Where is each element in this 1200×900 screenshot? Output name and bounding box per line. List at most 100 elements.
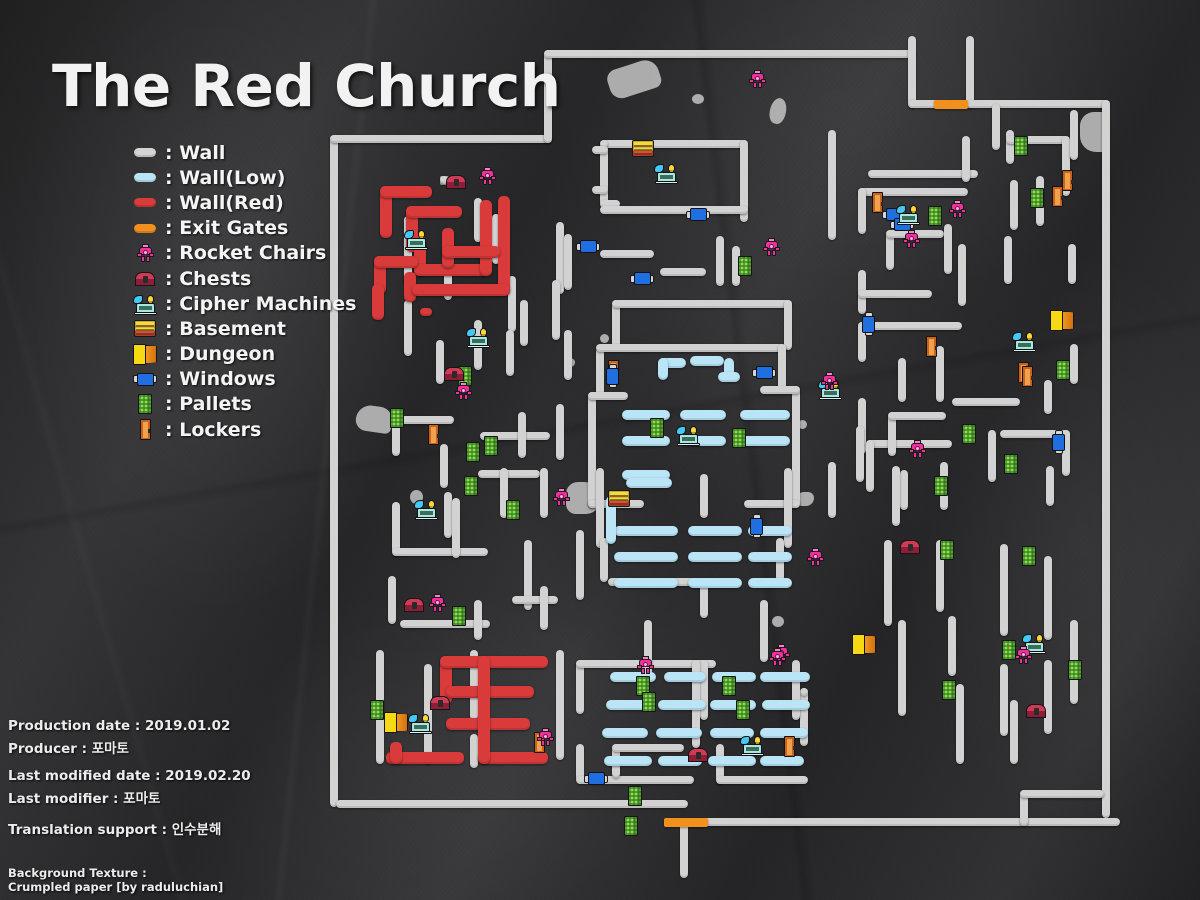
wall-low-segment <box>626 478 672 488</box>
legend-item-wall-swatch: : Wall <box>128 140 378 165</box>
wall-segment <box>884 540 892 626</box>
wall-segment <box>540 586 548 630</box>
wall-low-segment <box>708 756 756 766</box>
pallet-icon <box>1014 136 1028 156</box>
wall-segment <box>330 135 552 143</box>
rocket-chair-icon <box>806 548 825 567</box>
dungeon-icon <box>852 634 876 655</box>
wall-segment <box>388 576 396 624</box>
wall-segment <box>556 404 564 460</box>
locker-icon <box>1022 366 1033 387</box>
legend-swatch <box>128 148 162 158</box>
pallet-icon <box>1068 660 1082 680</box>
wall-segment <box>400 620 490 628</box>
legend-item-label: : Pallets <box>165 393 252 416</box>
wall-segment <box>856 426 864 482</box>
legend-item-window-swatch: : Windows <box>128 367 378 392</box>
wall-segment <box>544 50 552 143</box>
legend-item-label: : Dungeon <box>165 343 276 366</box>
chest-icon <box>404 598 424 612</box>
window-icon <box>584 772 608 785</box>
wall-low-segment <box>606 496 616 544</box>
legend-item-wall-red-swatch: : Wall(Red) <box>128 190 378 215</box>
map-decoration-blob <box>772 616 784 627</box>
wall-low-segment <box>724 358 734 380</box>
rocket-chair-icon <box>478 167 497 186</box>
wall-low-segment <box>680 436 726 446</box>
wall-segment <box>784 300 792 350</box>
wall-segment <box>444 492 452 538</box>
chest-icon <box>135 271 155 286</box>
wall-low-segment <box>614 578 678 588</box>
wall-red-line-icon <box>134 198 156 208</box>
rocket-chair-icon <box>948 200 967 219</box>
wall-segment <box>600 206 748 214</box>
wall-low-segment <box>688 552 742 562</box>
wall-red-segment <box>380 186 392 238</box>
pallet-icon <box>138 394 152 415</box>
legend-swatch <box>128 343 162 365</box>
wall-segment <box>544 50 916 58</box>
wall-low-segment <box>658 358 668 380</box>
wall-segment <box>474 600 482 640</box>
wall-segment <box>512 596 558 604</box>
wall-segment <box>552 280 560 340</box>
wall-segment <box>576 660 584 714</box>
rocket-chair-icon <box>636 656 655 675</box>
wall-segment <box>740 140 748 222</box>
map-decoration-blob <box>796 492 814 506</box>
wall-segment <box>336 800 688 808</box>
legend-item-chest-swatch: : Chests <box>128 266 378 291</box>
pallet-icon <box>1056 360 1070 380</box>
wall-segment <box>500 468 508 518</box>
wall-segment <box>576 776 694 784</box>
wall-segment <box>540 468 548 518</box>
wall-segment <box>1010 700 1018 764</box>
wall-red-segment <box>374 256 418 268</box>
map-decoration-blob <box>604 56 664 102</box>
cipher-machine-icon <box>676 424 700 446</box>
locker-icon <box>872 192 883 213</box>
wall-red-segment <box>480 200 492 276</box>
chest-icon <box>688 748 708 762</box>
wall-low-segment <box>740 410 790 420</box>
wall-segment <box>1006 136 1068 144</box>
wall-segment <box>866 440 952 448</box>
wall-segment <box>392 548 488 556</box>
legend-item-label: : Basement <box>165 317 287 340</box>
wall-segment <box>958 244 966 306</box>
rocket-chair-icon <box>136 243 155 263</box>
wall-segment <box>1006 130 1014 164</box>
window-icon <box>606 364 619 388</box>
wall-segment <box>868 170 978 178</box>
wall-segment <box>576 530 584 600</box>
page-title: The Red Church <box>52 52 561 120</box>
chest-icon <box>446 175 466 189</box>
wall-low-segment <box>656 728 702 738</box>
legend-swatch <box>128 198 162 208</box>
wall-low-segment <box>610 672 656 682</box>
wall-segment <box>792 386 800 508</box>
wall-low-segment <box>748 552 792 562</box>
wall-segment <box>1044 556 1052 640</box>
wall-low-segment <box>740 436 790 446</box>
wall-segment <box>440 444 448 488</box>
wall-segment <box>858 322 866 362</box>
window-icon <box>1052 430 1065 454</box>
wall-segment <box>644 620 652 676</box>
wall-segment <box>556 650 564 760</box>
wall-segment <box>478 470 540 478</box>
legend-swatch <box>128 223 162 233</box>
pallet-icon <box>722 676 736 696</box>
wall-segment <box>564 234 572 290</box>
wall-segment <box>760 386 800 394</box>
wall-segment <box>908 36 916 108</box>
cipher-machine-icon <box>466 326 490 348</box>
wall-red-segment <box>440 656 548 668</box>
wall-segment <box>404 300 412 356</box>
wall-low-segment <box>718 372 740 382</box>
cipher-machine-icon <box>1022 632 1046 654</box>
wall-low-segment <box>688 526 742 536</box>
wall-low-segment <box>622 410 670 420</box>
wall-red-segment <box>478 656 490 764</box>
